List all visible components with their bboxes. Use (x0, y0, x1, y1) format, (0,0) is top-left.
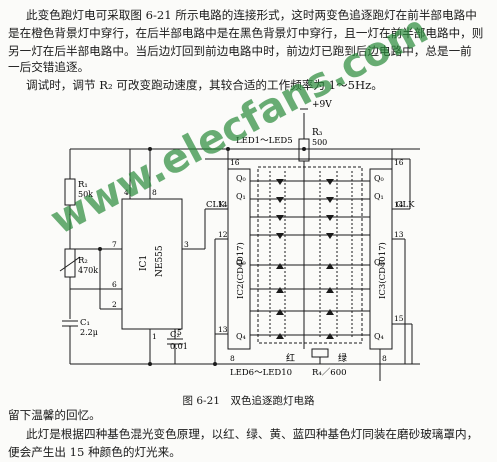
intro-line-2: 是在橙色背景灯中穿行，在后半部电路中是在黑色背景灯中穿行，且一灯在前半部电路中，… (8, 26, 484, 40)
ic2-label: IC2(CD4017) (235, 242, 246, 299)
intro-line-1: 此变色跑灯电可采取图 6-21 所示电路的连接形式，这时两变色追逐跑灯在前半部电… (26, 8, 477, 22)
ic1-pin-1: 1 (152, 332, 157, 341)
vcc-label: +9V (312, 100, 332, 110)
ic2-pin-8: 8 (230, 354, 235, 363)
ic3-pin-8: 8 (382, 354, 387, 363)
ic3-q4: Q₄ (374, 332, 384, 341)
ic3-q1: Q₁ (374, 192, 384, 201)
ic3-pin-16: 16 (394, 158, 404, 167)
ic3-pin-15: 15 (394, 314, 404, 323)
intro-paragraph: 此变色跑灯电可采取图 6-21 所示电路的连接形式，这时两变色追逐跑灯在前半部电… (0, 6, 497, 62)
last-paragraph: 此灯是根据四种基色混光变色原理，以红、绿、黄、蓝四种基色灯同装在磨砂玻璃罩内， … (0, 425, 497, 461)
ic2-q0: Q₀ (236, 174, 246, 183)
ic2-q4: Q₄ (236, 332, 246, 341)
r4-label: R₄／600 (312, 368, 347, 378)
r1-value: 50k (78, 190, 93, 199)
ic3-clk: CLK (396, 200, 415, 210)
ic3-q0: Q₀ (374, 174, 384, 183)
ic2-q1: Q₁ (236, 192, 246, 201)
intro-line-3: 另一灯在后半部电路中。当后边灯回到前边电路中时，前边灯已跑到后边电路中，总是一前 (8, 44, 472, 58)
r2-name: R₂ (78, 256, 88, 266)
ic1-pin-7: 7 (112, 240, 117, 249)
r1-name: R₁ (78, 180, 88, 190)
r2-value: 470k (78, 266, 98, 275)
ic2-q9: Q₉ (236, 258, 247, 267)
ic2-clk: CLK (206, 200, 225, 210)
c1-name: C₁ (80, 318, 90, 328)
ic3-label: IC3(CD4017) (377, 242, 388, 299)
ic1-pin-4: 4 (124, 188, 129, 197)
ic1-pin-2: 2 (112, 300, 117, 309)
after-figure-text: 留下温馨的回忆。 (8, 408, 101, 422)
ic2-pin-16: 16 (230, 158, 240, 167)
ic3-q9: Q₉ (374, 258, 385, 267)
ic3-pin-13: 13 (394, 230, 404, 239)
ic2-pin-13: 13 (218, 325, 228, 334)
led-top-group: LED1～LED5 (236, 136, 293, 146)
led-bottom-group: LED6～LED10 (230, 368, 292, 378)
ic1-pin-5: 5 (177, 328, 182, 337)
ic1-pin-8: 8 (152, 188, 157, 197)
ic1-part: NE555 (155, 245, 165, 277)
last-line-1: 此灯是根据四种基色混光变色原理，以红、绿、黄、蓝四种基色灯同装在磨砂玻璃罩内， (26, 427, 479, 441)
green-label: 绿 (338, 352, 347, 364)
debug-paragraph: 调试时，调节 R₂ 可改变跑动速度，其较合适的工作频率为 1～5Hz。 (26, 78, 383, 92)
last-line-2: 便会产生出 15 种颜色的灯光来。 (8, 445, 181, 459)
red-label: 红 (286, 352, 295, 364)
ic2-pin-12: 12 (218, 230, 228, 239)
ic1-pin-3: 3 (184, 240, 189, 249)
c1-value: 2.2μ (80, 328, 98, 337)
r3-value: 500 (312, 138, 327, 147)
c2-value: 0.01 (170, 342, 188, 351)
figure-caption: 图 6-21 双色追逐跑灯电路 (182, 395, 315, 407)
ic1-name: IC1 (139, 255, 149, 271)
ic3-pin-14: 14 (394, 200, 404, 209)
intro-line-4: 一后交错追逐。 (8, 60, 90, 74)
r3-name: R₃ (312, 128, 323, 138)
ic1-pin-6: 6 (112, 280, 117, 289)
c2-name: C₂ (170, 330, 180, 340)
circuit-diagram: +9V R₃ 500 LED1～LED5 R₁ 50k R₂ 470k C₁ 2… (59, 100, 420, 381)
ic2-pin-14: 14 (218, 200, 228, 209)
